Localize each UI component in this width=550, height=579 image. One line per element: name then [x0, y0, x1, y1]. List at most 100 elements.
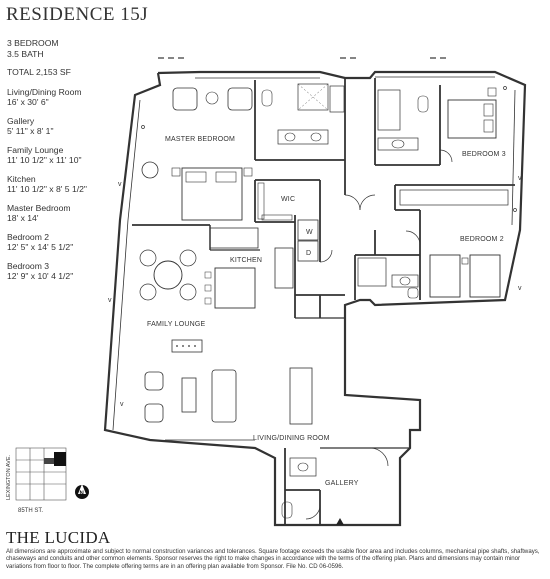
door-swing [369, 447, 389, 467]
bath2-sink [399, 276, 411, 286]
lounge-chair [179, 249, 197, 267]
door-swing [319, 249, 333, 263]
bath2-vanity [391, 274, 419, 288]
entry-arrow [336, 518, 344, 525]
living-armchair [144, 371, 164, 391]
door-swing [344, 194, 361, 211]
bath2-shower [357, 257, 387, 287]
room-spec-name: Bedroom 3 [7, 260, 50, 271]
total-area: TOTAL 2,153 SF [7, 67, 71, 77]
bedroom2-bed [469, 254, 501, 298]
lounge-chair [139, 249, 157, 267]
master-tub [329, 85, 345, 113]
exterior-wall-inner [511, 89, 516, 226]
exterior-wall [103, 70, 527, 527]
svg-text:v: v [118, 181, 122, 188]
door-swing [405, 230, 421, 246]
north-label: N [80, 491, 84, 497]
label-washer: W [306, 229, 313, 236]
kitchen-stool [204, 284, 212, 292]
label-living-dining: LIVING/DINING ROOM [253, 435, 330, 442]
master-side-table [205, 91, 219, 105]
bedroom3-pillow [483, 103, 494, 117]
room-spec-size: 16' x 30' 6" [7, 97, 49, 107]
room-spec-bedroom-3: Bedroom 3 12' 9" x 10' 4 1/2" [7, 261, 117, 282]
room-spec-living-dining: Living/Dining Room 16' x 30' 6" [7, 87, 117, 108]
label-bedroom-3: BEDROOM 3 [462, 151, 506, 158]
bedroom2-nightstand [461, 257, 469, 265]
room-spec-name: Gallery [7, 115, 35, 126]
key-street-vertical: LEXINGTON AVE. [6, 454, 12, 500]
master-bed-pillow [185, 171, 207, 183]
key-street-horizontal: 85TH ST. [18, 508, 43, 514]
label-gallery: GALLERY [325, 480, 359, 487]
gallery-vanity [289, 457, 317, 477]
master-shower [297, 83, 329, 111]
bedroom-count: 3 BEDROOM [7, 38, 59, 48]
master-nightstand [243, 167, 253, 177]
room-spec-bedroom-2: Bedroom 2 12' 5" x 14' 5 1/2" [7, 232, 117, 253]
lounge-dots [176, 345, 196, 347]
lounge-dot-table [171, 339, 203, 353]
kitchen-counter [209, 227, 259, 249]
room-spec-size: 5' 11" x 8' 1" [7, 126, 54, 136]
gallery-sink [297, 462, 309, 472]
master-bed [181, 167, 243, 221]
living-sofa [211, 369, 237, 423]
kitchen-stool [204, 271, 212, 279]
master-sink [284, 132, 296, 142]
svg-text:v: v [518, 175, 522, 182]
master-bed-pillow [215, 171, 237, 183]
master-toilet [261, 89, 273, 107]
bath-count: 3.5 BATH [7, 48, 44, 59]
wic-shelf [261, 214, 293, 221]
bedroom3-pillow [483, 119, 494, 133]
bath3-tub [377, 89, 401, 131]
lounge-chair [139, 283, 157, 301]
exterior-wall-inner [112, 99, 141, 431]
room-spec-gallery: Gallery 5' 11" x 8' 1" [7, 116, 117, 137]
room-spec-master-bedroom: Master Bedroom 18' x 14' [7, 203, 117, 224]
v-markers: v v v v v [108, 86, 522, 408]
room-spec-name: Living/Dining Room [7, 86, 82, 97]
room-spec-size: 18' x 14' [7, 213, 39, 223]
room-spec-size: 11' 10 1/2" x 11' 10" [7, 155, 82, 165]
room-spec-name: Master Bedroom [7, 202, 71, 213]
door-swing [305, 504, 321, 520]
label-master-bedroom: MASTER BEDROOM [165, 136, 235, 143]
master-vanity [277, 129, 329, 145]
kitchen-stool [204, 297, 212, 305]
wic-shelf [257, 182, 265, 220]
brand-name: THE LUCIDA [6, 528, 111, 547]
bath2-toilet [407, 287, 419, 299]
kitchen-counter [274, 247, 294, 289]
room-spec-size: 11' 10 1/2" x 8' 5 1/2" [7, 184, 87, 194]
living-armchair [144, 403, 164, 423]
washer [297, 219, 319, 241]
bedroom3-bed [447, 99, 497, 139]
master-nightstand [171, 167, 181, 177]
room-spec-name: Bedroom 2 [7, 231, 50, 242]
dining-table [289, 367, 313, 425]
label-wic: WIC [281, 196, 295, 203]
room-spec-size: 12' 5" x 14' 5 1/2" [7, 242, 74, 252]
master-armchair [172, 87, 198, 111]
lounge-table [153, 260, 183, 290]
room-spec-family-lounge: Family Lounge 11' 10 1/2" x 11' 10" [7, 145, 117, 166]
living-coffee-table [181, 377, 197, 413]
key-plan-unit [54, 452, 66, 466]
door-swing [439, 149, 453, 163]
bath3-toilet [417, 95, 429, 113]
room-spec-name: Family Lounge [7, 144, 64, 155]
svg-text:v: v [108, 297, 112, 304]
room-spec-kitchen: Kitchen 11' 10 1/2" x 8' 5 1/2" [7, 174, 117, 195]
specs-panel: 3 BEDROOM 3.5 BATH TOTAL 2,153 SF Living… [7, 38, 117, 290]
bath3-sink [391, 139, 405, 149]
key-plan: LEXINGTON AVE. 85TH ST. N [6, 447, 89, 514]
dryer [297, 240, 319, 262]
bedroom2-closet [399, 189, 509, 206]
label-dryer: D [306, 250, 311, 257]
gallery-toilet [281, 501, 293, 519]
door-swing [359, 194, 376, 211]
